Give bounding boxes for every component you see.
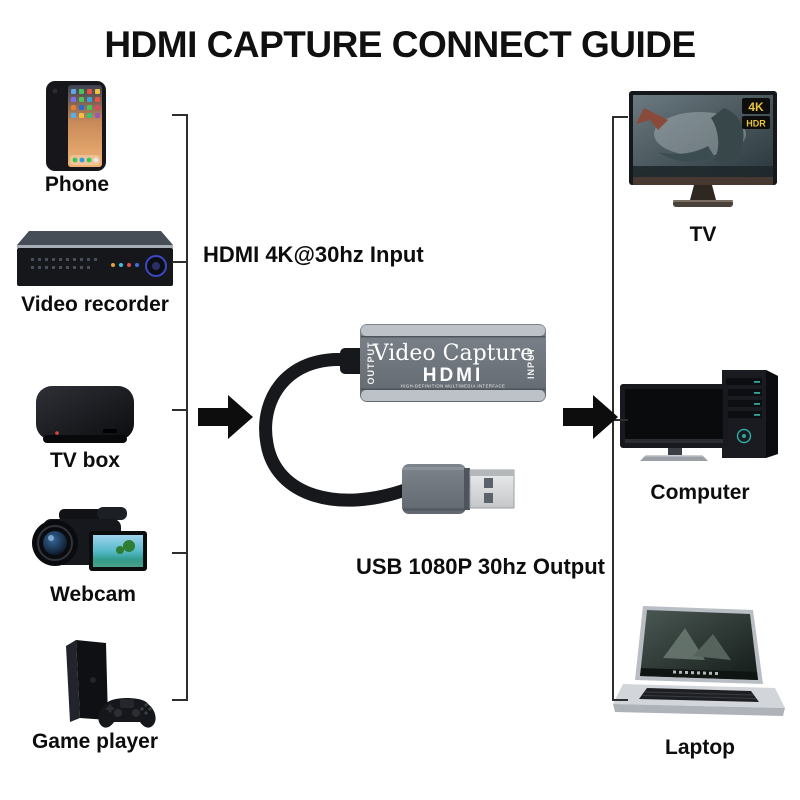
left-bracket bbox=[172, 114, 188, 701]
source-device-label-game-player: Game player bbox=[31, 730, 159, 753]
hdmi-tagline-text: HIGH-DEFINITION MULTIMEDIA INTERFACE bbox=[401, 384, 506, 389]
usb-cable bbox=[259, 353, 415, 507]
game-console-icon bbox=[42, 636, 160, 734]
source-device-label-phone: Phone bbox=[44, 173, 110, 196]
tv-badge-hdr: HDR bbox=[746, 119, 766, 129]
source-device-label-video-recorder: Video recorder bbox=[21, 293, 169, 316]
output-device-label-tv: TV bbox=[689, 223, 717, 246]
tv-icon: 4K HDR bbox=[628, 90, 778, 214]
input-port-text: INPUT bbox=[526, 347, 536, 379]
page-title: HDMI CAPTURE CONNECT GUIDE bbox=[104, 24, 696, 65]
usb-connector bbox=[402, 464, 515, 514]
output-port-text: OUTPUT bbox=[366, 342, 376, 385]
laptop-icon bbox=[613, 606, 785, 732]
usb-output-label: USB 1080P 30hz Output bbox=[356, 554, 605, 579]
output-device-label-computer: Computer bbox=[650, 481, 750, 504]
right-flow-arrow-icon bbox=[563, 395, 618, 439]
phone-icon bbox=[42, 80, 112, 172]
tv-box-icon bbox=[33, 382, 137, 448]
source-device-label-webcam: Webcam bbox=[50, 583, 136, 606]
capture-adapter-image: Video Capture HDMI HIGH-DEFINITION MULTI… bbox=[252, 312, 552, 537]
output-device-label-laptop: Laptop bbox=[665, 736, 735, 759]
video-recorder-icon bbox=[15, 228, 175, 292]
hdmi-input-label: HDMI 4K@30hz Input bbox=[203, 242, 424, 267]
tv-badge-4k: 4K bbox=[748, 100, 764, 114]
hdmi-logo-text: HDMI bbox=[423, 365, 484, 386]
source-device-label-tv-box: TV box bbox=[49, 449, 120, 472]
adapter-name-text: Video Capture bbox=[372, 341, 533, 366]
camcorder-icon bbox=[25, 505, 153, 579]
desktop-computer-icon bbox=[620, 362, 782, 470]
left-flow-arrow-icon bbox=[198, 395, 253, 439]
